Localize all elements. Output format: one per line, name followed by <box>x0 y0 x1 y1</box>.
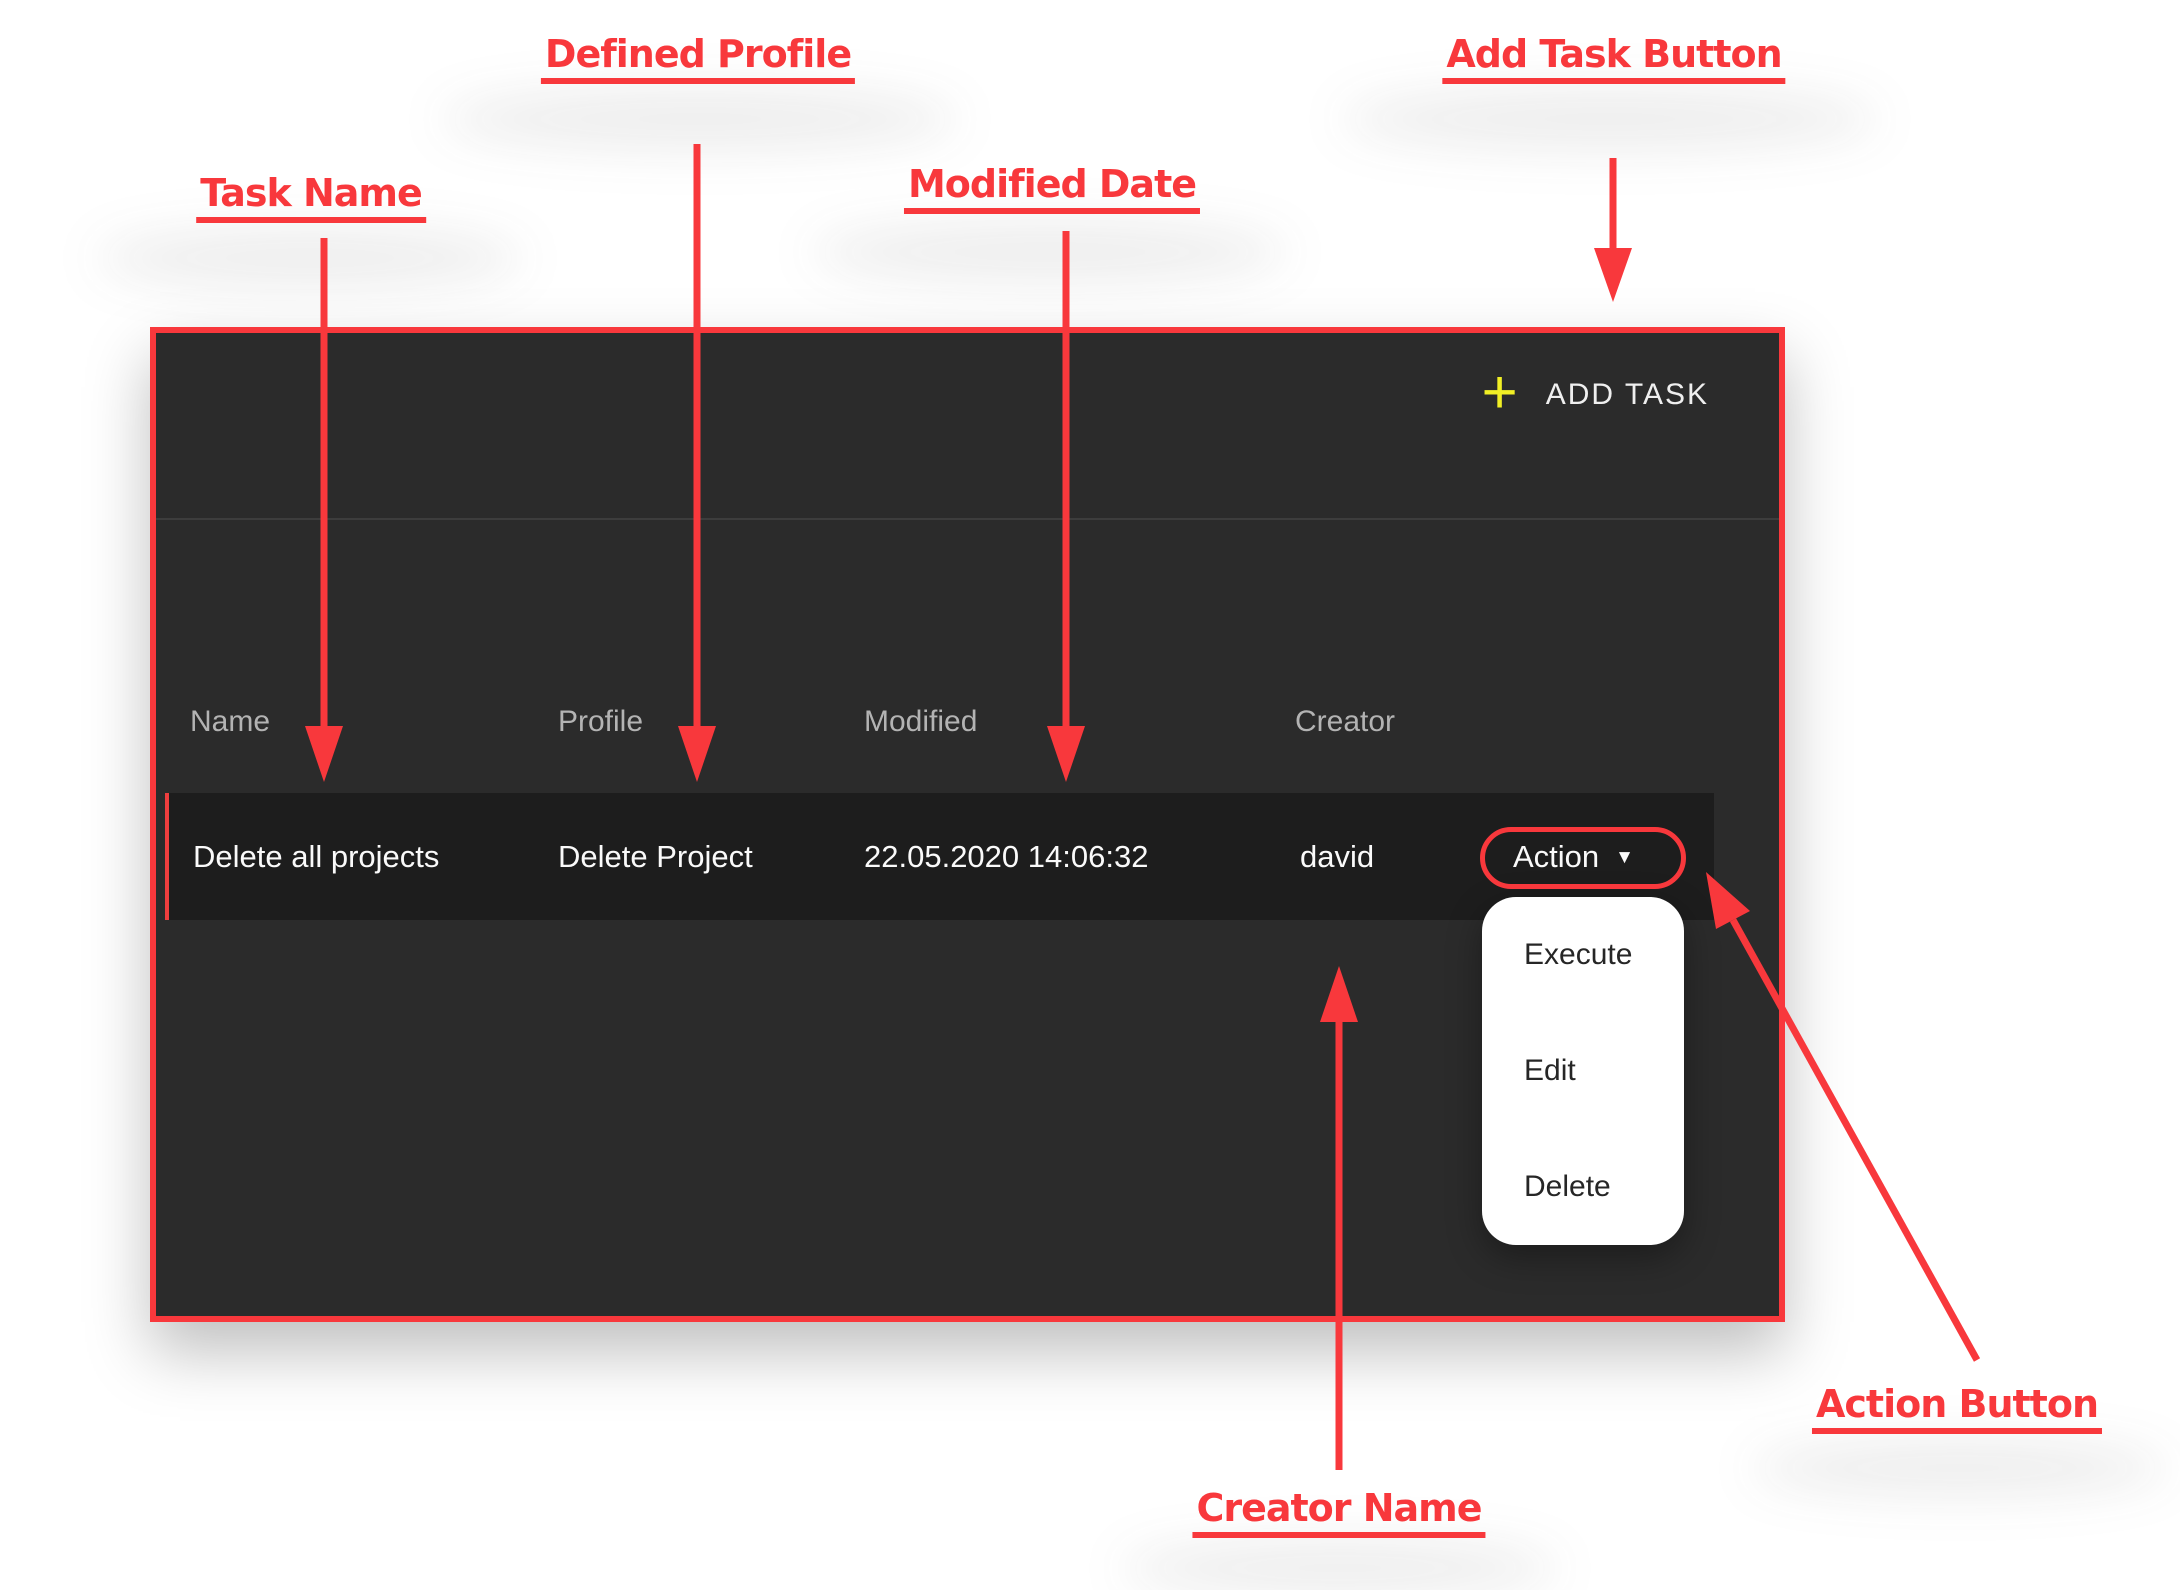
add-task-button[interactable]: + ADD TASK <box>1482 361 1709 429</box>
table-row[interactable]: Delete all projects Delete Project 22.05… <box>165 793 1714 920</box>
shadow-blob <box>1750 1440 2170 1496</box>
shadow-blob <box>1120 1540 1560 1590</box>
cell-creator-name: david <box>1300 838 1375 874</box>
action-menu-item-edit[interactable]: Edit <box>1524 1054 1576 1087</box>
cell-modified-date: 22.05.2020 14:06:32 <box>864 838 1149 874</box>
column-header-creator: Creator <box>1295 705 1396 738</box>
cell-task-name: Delete all projects <box>193 838 440 874</box>
annotation-label-defined-profile: Defined Profile <box>540 32 856 84</box>
add-task-arrow <box>1594 158 1632 302</box>
column-header-modified: Modified <box>864 705 978 738</box>
annotation-label-action-button: Action Button <box>1811 1382 2103 1434</box>
shadow-blob <box>1340 88 1880 150</box>
annotation-label-task-name: Task Name <box>196 171 426 223</box>
column-header-profile: Profile <box>558 705 644 738</box>
action-menu: Execute Edit Delete <box>1482 897 1684 1245</box>
add-task-label: ADD TASK <box>1545 378 1709 411</box>
action-menu-item-execute[interactable]: Execute <box>1524 938 1633 971</box>
action-menu-item-delete[interactable]: Delete <box>1524 1170 1611 1203</box>
shadow-blob <box>810 222 1290 282</box>
shadow-blob <box>95 228 525 288</box>
cell-profile: Delete Project <box>558 838 753 874</box>
annotation-label-add-task-button: Add Task Button <box>1442 32 1786 84</box>
shadow-blob <box>440 88 960 150</box>
action-button-highlight-oval <box>1480 827 1686 889</box>
column-header-name: Name <box>190 705 271 738</box>
task-panel: + ADD TASK Name Profile Modified Creator… <box>150 327 1785 1322</box>
toolbar-divider <box>156 518 1779 520</box>
plus-icon: + <box>1481 358 1518 427</box>
annotation-label-modified-date: Modified Date <box>903 162 1201 214</box>
annotation-label-creator-name: Creator Name <box>1192 1486 1486 1538</box>
